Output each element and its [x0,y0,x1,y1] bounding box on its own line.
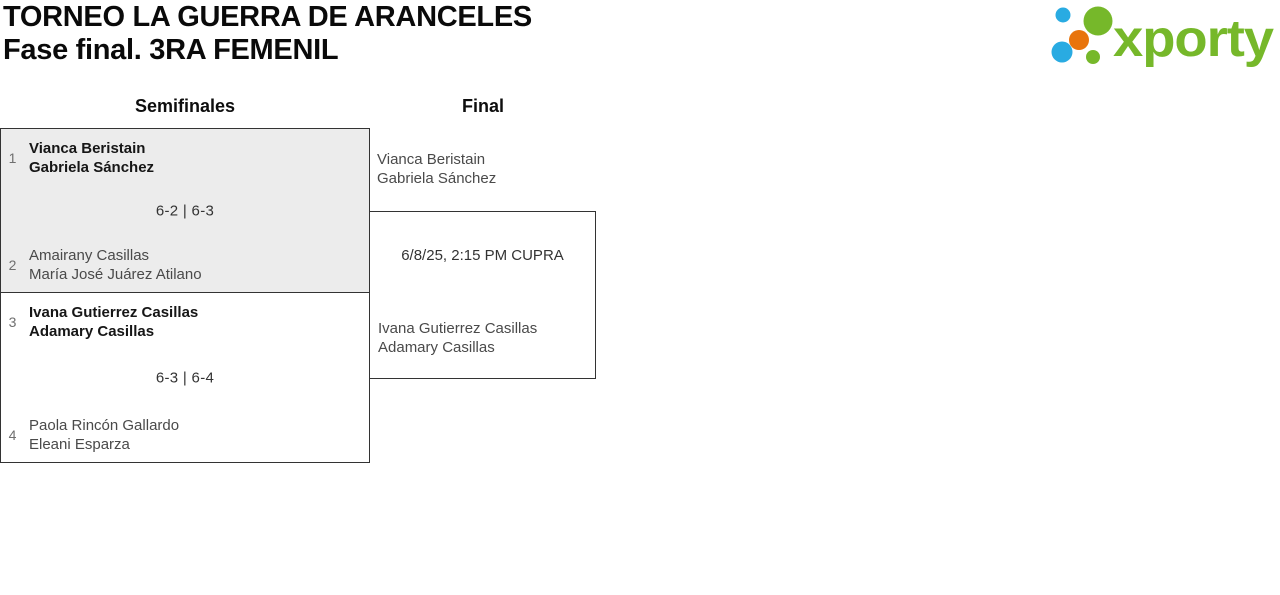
player-name: Paola Rincón Gallardo [29,417,180,434]
player-name: Vianca Beristain [29,140,146,157]
seed-number: 1 [8,150,17,166]
seed-number: 4 [8,427,17,443]
final-team-bottom: Ivana Gutierrez Casillas Adamary Casilla… [378,319,537,357]
team-row: 4 Paola Rincón Gallardo Eleani Esparza [1,416,369,454]
team-name: Amairany Casillas María José Juárez Atil… [29,246,202,284]
round-header-semifinals: Semifinales [134,96,236,116]
player-name: Ivana Gutierrez Casillas [29,304,199,321]
team-name: Paola Rincón Gallardo Eleani Esparza [29,416,179,454]
match-final[interactable]: 6/8/25, 2:15 PM CUPRA Ivana Gutierrez Ca… [369,211,596,379]
team-name: Ivana Gutierrez Casillas Adamary Casilla… [29,303,198,341]
player-name: Amairany Casillas [29,247,150,264]
round-header-final: Final [461,96,504,116]
tournament-title-line2: Fase final. 3RA FEMENIL [3,34,339,66]
player-name: Gabriela Sánchez [377,170,497,187]
match-score: 6-3 | 6-4 [155,369,215,386]
match-semifinal-1[interactable]: 1 Vianca Beristain Gabriela Sánchez 6-2 … [0,128,370,293]
team-row: 1 Vianca Beristain Gabriela Sánchez [1,139,369,177]
player-name: María José Juárez Atilano [29,266,202,283]
match-score: 6-2 | 6-3 [155,202,215,219]
xporty-logo[interactable]: xporty [1048,0,1276,75]
player-name: Eleani Esparza [29,436,130,453]
match-semifinal-2[interactable]: 3 Ivana Gutierrez Casillas Adamary Casil… [0,292,370,463]
logo-dots-icon [1051,6,1113,64]
player-name: Adamary Casillas [378,339,495,356]
team-row: 2 Amairany Casillas María José Juárez At… [1,246,369,284]
player-name: Vianca Beristain [377,151,486,168]
tournament-title: TORNEO LA GUERRA DE ARANCELES Fase final… [3,1,532,67]
player-name: Gabriela Sánchez [29,159,155,176]
player-name: Ivana Gutierrez Casillas [378,320,538,337]
seed-number: 3 [8,314,17,330]
match-schedule: 6/8/25, 2:15 PM CUPRA [401,247,564,264]
seed-number: 2 [8,257,17,273]
tournament-title-line1: TORNEO LA GUERRA DE ARANCELES [3,1,532,33]
player-name: Adamary Casillas [29,323,155,340]
team-row: 3 Ivana Gutierrez Casillas Adamary Casil… [1,303,369,341]
final-team-top: Vianca Beristain Gabriela Sánchez [377,150,496,188]
logo-text: xporty [1113,10,1274,68]
team-name: Vianca Beristain Gabriela Sánchez [29,139,154,177]
